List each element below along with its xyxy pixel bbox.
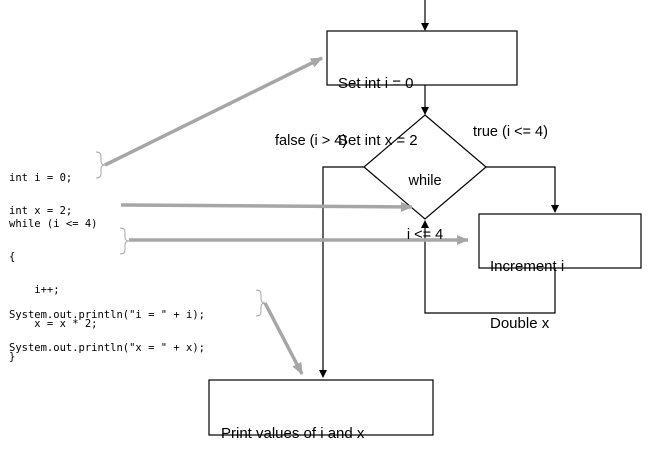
code-line: x = x * 2; bbox=[9, 317, 98, 330]
increment-box-text: Increment i Double x bbox=[490, 219, 564, 352]
while-mapping-arrow bbox=[120, 201, 413, 212]
decision-diamond bbox=[363, 114, 487, 220]
code-print-block: System.out.println("i = " + i); System.o… bbox=[9, 291, 205, 364]
decision-text: while i <= 4 bbox=[385, 136, 465, 262]
body-code-brace bbox=[119, 227, 130, 255]
code-line: i++; bbox=[9, 284, 60, 297]
print-box-text: Print values of i and x bbox=[221, 386, 364, 462]
true-branch-label: true (i <= 4) bbox=[473, 124, 548, 140]
init-box bbox=[326, 30, 518, 86]
loop-back-arrow bbox=[421, 220, 556, 314]
print-code-brace bbox=[255, 289, 266, 317]
init-box-text: Set int i = 0 Set int x = 2 bbox=[338, 36, 418, 169]
print-line-1: Print values of i and x bbox=[221, 425, 365, 442]
code-line: int i = 0; bbox=[9, 171, 73, 184]
false-branch-arrow bbox=[319, 166, 364, 378]
code-line: int x = 2; bbox=[9, 204, 73, 217]
increment-box bbox=[478, 213, 642, 269]
init-line-2: Set int x = 2 bbox=[338, 132, 418, 149]
increment-line-2: Double x bbox=[490, 315, 550, 332]
flowchart-canvas bbox=[95, 0, 642, 436]
code-init-block: int i = 0; int x = 2; bbox=[9, 154, 72, 227]
init-code-brace bbox=[95, 151, 106, 179]
code-loop-block: while (i <= 4) { i++; x = x * 2; } bbox=[9, 200, 98, 373]
code-line: while (i <= 4) bbox=[9, 217, 98, 230]
increment-line-1: Increment i bbox=[490, 258, 565, 275]
code-line: { bbox=[9, 250, 16, 263]
code-line: System.out.println("i = " + i); bbox=[9, 308, 205, 321]
print-box bbox=[208, 379, 434, 436]
print-mapping-arrow bbox=[263, 302, 304, 375]
true-branch-arrow bbox=[486, 166, 559, 213]
init-mapping-arrow bbox=[104, 56, 323, 167]
false-branch-label: false (i > 4) bbox=[275, 133, 348, 149]
code-line: System.out.println("x = " + x); bbox=[9, 341, 205, 354]
code-line: } bbox=[9, 351, 16, 364]
init-line-1: Set int i = 0 bbox=[338, 75, 414, 92]
decision-line-2: i <= 4 bbox=[406, 227, 444, 243]
decision-line-1: while bbox=[408, 173, 442, 189]
